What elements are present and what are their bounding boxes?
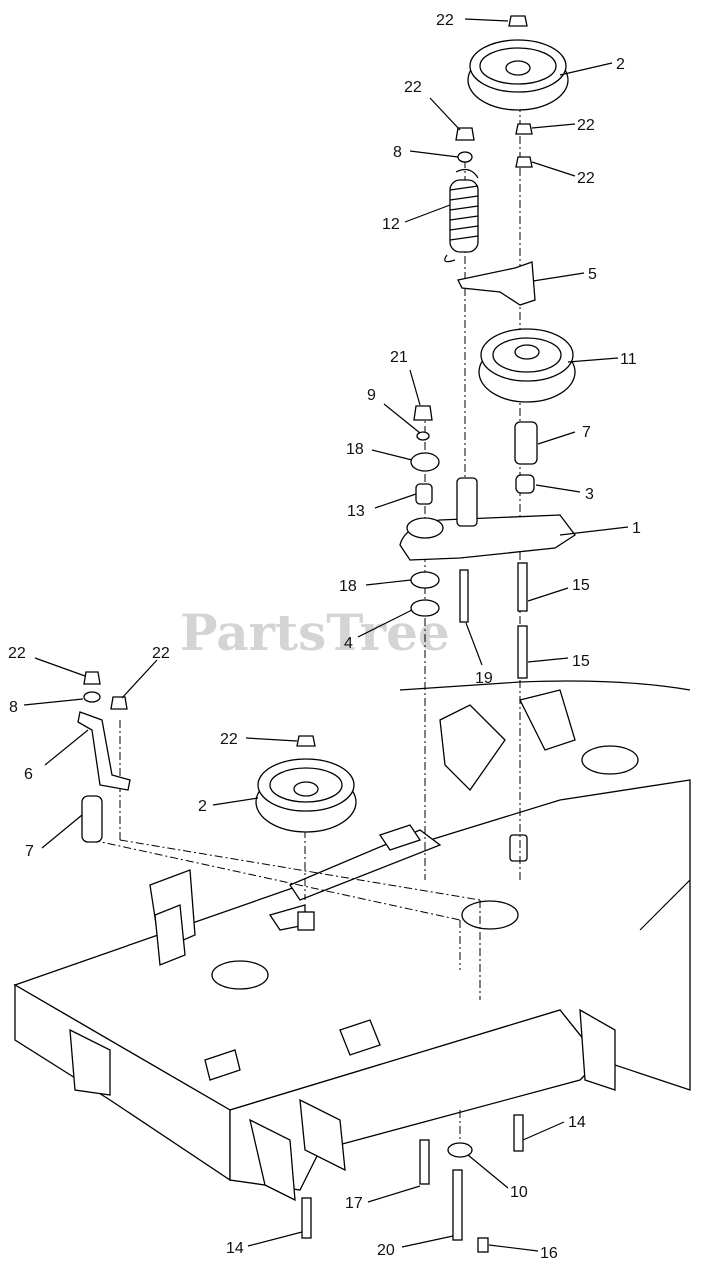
callout-15: 15 — [572, 577, 590, 594]
nut-22-a — [455, 127, 475, 141]
nut-22-left-a — [83, 671, 101, 685]
callout-14: 14 — [226, 1240, 244, 1257]
bolt-17 — [419, 1139, 430, 1185]
washer-9 — [416, 431, 430, 441]
watermark-text: PartsTree — [180, 603, 450, 662]
callout-17: 17 — [345, 1195, 363, 1212]
callout-9: 9 — [367, 387, 376, 404]
bushing-13 — [415, 483, 433, 505]
callout-2: 2 — [198, 798, 207, 815]
callout-7: 7 — [582, 424, 591, 441]
nut-22-b — [515, 123, 533, 135]
nut-21 — [413, 405, 433, 421]
washer-8-a — [457, 151, 473, 163]
idler-arm — [457, 261, 536, 306]
callout-21: 21 — [390, 349, 408, 366]
nut-22-left-b — [110, 696, 128, 710]
tension-spring — [444, 168, 479, 263]
bolt-16 — [477, 1237, 489, 1253]
washer-10 — [447, 1142, 473, 1158]
bolt-15-a — [517, 562, 528, 612]
idler-pulley-lower — [255, 735, 357, 833]
spacer-3 — [515, 474, 535, 494]
callout-3: 3 — [585, 486, 594, 503]
callout-2: 2 — [616, 56, 625, 73]
callout-1: 1 — [632, 520, 641, 537]
bearing-18-a — [410, 452, 440, 472]
idler-pulley-mid — [478, 328, 576, 403]
callout-22: 22 — [577, 117, 595, 134]
callout-5: 5 — [588, 266, 597, 283]
callout-8: 8 — [393, 144, 402, 161]
bolt-14-b — [301, 1197, 312, 1239]
callout-7: 7 — [25, 843, 34, 860]
callout-20: 20 — [377, 1242, 395, 1259]
callout-11: 11 — [620, 351, 637, 368]
callout-22: 22 — [404, 79, 422, 96]
callout-6: 6 — [24, 766, 33, 783]
bearing-18-b — [410, 571, 440, 589]
callout-22: 22 — [220, 731, 238, 748]
spacer-7-left — [81, 795, 103, 843]
bolt-19 — [459, 569, 469, 623]
bolt-14-a — [513, 1114, 524, 1152]
bracket-6 — [77, 711, 131, 791]
callout-12: 12 — [382, 216, 400, 233]
callout-19: 19 — [475, 670, 493, 687]
callout-16: 16 — [540, 1245, 558, 1262]
callout-labels: 22 2 22 22 8 22 12 5 11 21 9 18 7 3 13 1… — [8, 12, 641, 1262]
callout-8: 8 — [9, 699, 18, 716]
bolt-15-b — [517, 625, 528, 679]
callout-22: 22 — [152, 645, 170, 662]
callout-13: 13 — [347, 503, 365, 520]
bolt-20 — [452, 1169, 463, 1241]
callout-18: 18 — [346, 441, 364, 458]
leader-lines — [23, 18, 629, 1252]
callout-14: 14 — [568, 1114, 586, 1131]
callout-22: 22 — [436, 12, 454, 29]
bearing-4 — [410, 599, 440, 617]
callout-10: 10 — [510, 1184, 528, 1201]
washer-8-left — [83, 691, 101, 703]
callout-22: 22 — [8, 645, 26, 662]
callout-18: 18 — [339, 578, 357, 595]
mower-deck — [13, 680, 691, 1202]
callout-22: 22 — [577, 170, 595, 187]
idler-pulley-top — [467, 15, 569, 111]
spacer-7 — [514, 421, 538, 465]
nut-22-c — [515, 156, 533, 168]
pivot-bracket — [399, 477, 576, 561]
callout-4: 4 — [344, 635, 353, 652]
callout-15: 15 — [572, 653, 590, 670]
